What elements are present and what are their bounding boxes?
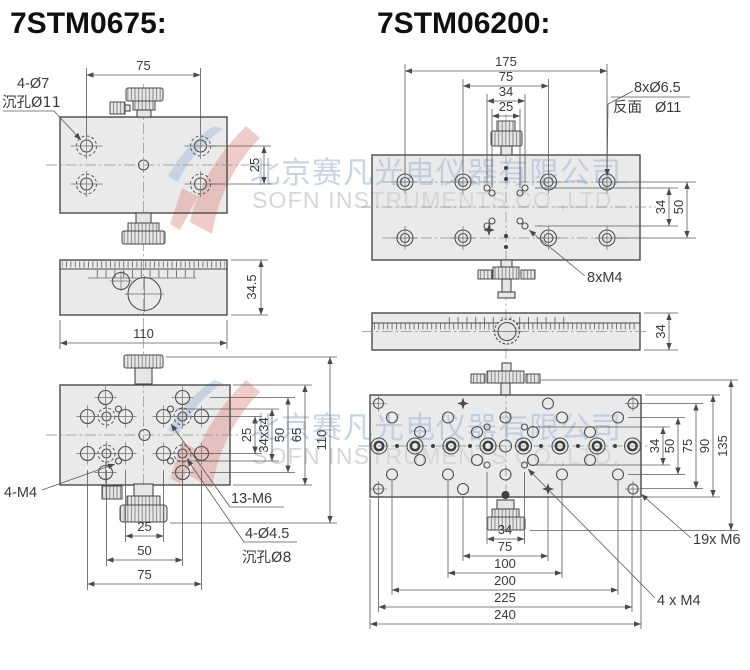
dim-label: 50 — [272, 428, 287, 442]
callout-m4-label: 4 x M4 — [657, 593, 701, 609]
adjustment-knob-bottom — [123, 354, 164, 385]
stm0675-side-view: 34.5 110 — [59, 259, 268, 385]
stm06200-side-view: 34 — [362, 312, 678, 396]
callout-cbore-label: 沉孔Ø11 — [2, 94, 61, 111]
watermark-en-top: SOFN INSTRUMENTS CO.,LTD. — [252, 187, 620, 213]
dim-label: 110 — [133, 326, 154, 341]
watermark-cn-top: 北京赛凡光电仪器有限公司 — [250, 156, 622, 191]
dim-label: 25 — [137, 519, 151, 534]
dim-label: 25 — [239, 428, 254, 442]
dim-label: 34 — [653, 200, 668, 214]
callout-back-dia-label: Ø11 — [655, 100, 681, 116]
stm0675-figure: 75 25 4-Ø7 沉孔Ø11 34. — [2, 58, 337, 590]
dim-label: 135 — [715, 435, 730, 457]
callout-m6-label: 13-M6 — [231, 491, 272, 507]
dim-label: 65 — [289, 428, 304, 442]
stm06200-bottom-view: 34 50 75 90 135 34 75 100 — [358, 379, 741, 629]
dim-label: 50 — [662, 439, 677, 453]
dim-label: 75 — [499, 69, 513, 84]
dim-label: 34 — [499, 84, 513, 99]
stm06200-figure: 175 75 34 25 34 50 8xØ6.5 反面 Ø11 8xM4 — [358, 54, 741, 629]
dim-label: 25 — [499, 99, 513, 114]
adjustment-knob-top — [109, 87, 164, 118]
callout-hole-label: 4-Ø7 — [17, 76, 49, 92]
adjustment-knob-bottom — [121, 212, 166, 245]
callout-cbore-label: 沉孔Ø8 — [242, 549, 292, 566]
adjustment-knob-bottom — [470, 362, 541, 396]
adjustment-knob-bottom — [101, 483, 168, 523]
dim-label: 34 — [498, 522, 512, 537]
dim-label: 25 — [247, 158, 262, 172]
page-title-right: 7STM06200: — [377, 7, 550, 40]
adjustment-knob-top — [490, 120, 523, 156]
watermark-cn-bottom: 北京赛凡光电仪器有限公司 — [250, 411, 622, 446]
page-title-left: 7STM0675: — [10, 7, 167, 40]
callout-m6-label: 19x M6 — [693, 532, 741, 548]
dim-label: 75 — [680, 439, 695, 453]
dim-label: 200 — [494, 573, 516, 588]
dim-label: 75 — [136, 58, 150, 73]
dim-label: 50 — [137, 543, 151, 558]
stm0675-bottom-view: 25 34x34 50 65 110 25 50 75 4-M4 — [4, 356, 337, 590]
adjustment-knob-bottom — [486, 491, 526, 531]
dim-label: 50 — [671, 200, 686, 214]
adjustment-knob-bottom — [477, 259, 536, 299]
dim-label: 34.5 — [244, 274, 259, 299]
dim-label: 110 — [314, 430, 329, 451]
dim-label: 100 — [494, 556, 516, 571]
stm06200-top-view: 175 75 34 25 34 50 8xØ6.5 反面 Ø11 8xM4 — [362, 54, 696, 299]
callout-hole-label: 4-Ø4.5 — [245, 526, 289, 542]
dim-label: 75 — [498, 539, 512, 554]
dim-label: 175 — [495, 54, 517, 69]
dim-label: 75 — [137, 567, 151, 582]
callout-hole-label: 8xØ6.5 — [634, 80, 681, 96]
dim-label: 34x34 — [256, 417, 271, 452]
dim-label: 240 — [494, 607, 516, 622]
callout-m4-label: 4-M4 — [4, 485, 37, 501]
dim-label: 34 — [647, 439, 662, 453]
watermark: 北京赛凡光电仪器有限公司 SOFN INSTRUMENTS CO.,LTD. 北… — [168, 126, 622, 488]
dim-label: 34 — [653, 324, 668, 338]
dim-label: 90 — [697, 439, 712, 453]
callout-back-label: 反面 — [613, 99, 642, 116]
callout-m4-label: 8xM4 — [587, 270, 622, 286]
stm0675-top-view: 75 25 4-Ø7 沉孔Ø11 — [2, 58, 274, 245]
dim-label: 225 — [494, 590, 516, 605]
